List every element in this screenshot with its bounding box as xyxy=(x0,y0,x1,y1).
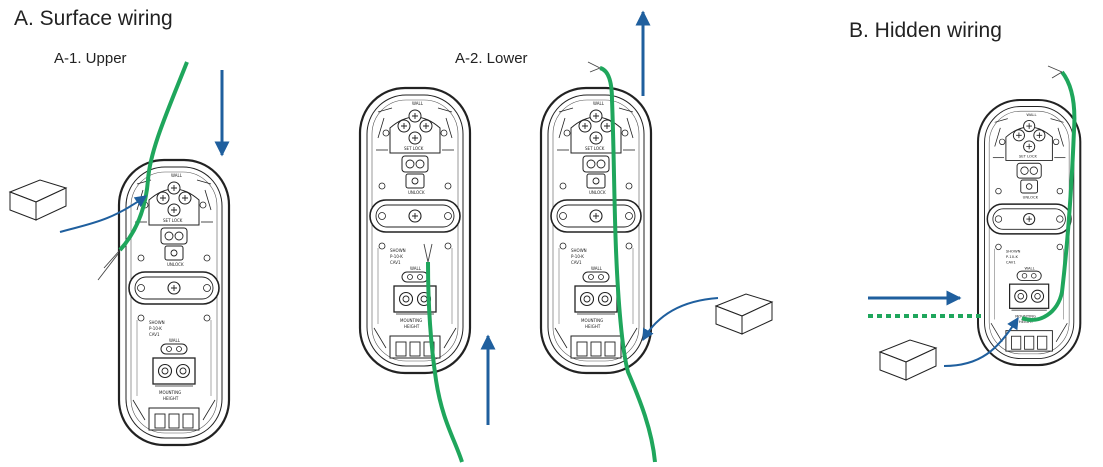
label-model-2: P-10-K xyxy=(390,254,403,259)
label-set-lock: SET LOCK xyxy=(585,146,605,151)
label-height: HEIGHT xyxy=(1019,320,1034,324)
label-model-3: CAV1 xyxy=(1006,261,1016,265)
label-height: HEIGHT xyxy=(404,324,420,329)
plate-hidden: WALL SET LOCK UNLOCK SHOWN P-10-K CAV1 W… xyxy=(976,98,1082,367)
wire-icon xyxy=(426,261,464,463)
label-set-lock: SET LOCK xyxy=(163,218,183,223)
wire-icon xyxy=(599,66,657,463)
label-wall-2: WALL xyxy=(1025,266,1036,270)
plate-lower-right: WALL SET LOCK UNLOCK SHOWN P-10-K CAV1 W… xyxy=(539,86,653,375)
label-wall-2: WALL xyxy=(591,266,603,271)
wire-icon xyxy=(118,61,189,252)
label-model-2: P-10-K xyxy=(149,326,162,331)
label-wall: WALL xyxy=(171,173,183,178)
label-unlock: UNLOCK xyxy=(408,190,425,195)
label-wall: WALL xyxy=(1026,113,1037,117)
subheading-upper: A-1. Upper xyxy=(54,50,127,67)
label-model-3: CAV1 xyxy=(571,260,582,265)
direction-arrow-icon xyxy=(943,316,1019,367)
label-set-lock: SET LOCK xyxy=(1019,155,1038,159)
label-model-1: SHOWN xyxy=(1006,250,1021,254)
label-model-1: SHOWN xyxy=(571,248,587,253)
connector-block-icon xyxy=(879,339,937,381)
label-wall: WALL xyxy=(593,101,605,106)
wire-icon xyxy=(1021,70,1077,322)
label-model-1: SHOWN xyxy=(149,320,165,325)
label-unlock: UNLOCK xyxy=(1023,196,1039,200)
subheading-lower: A-2. Lower xyxy=(455,50,528,67)
label-wall-2: WALL xyxy=(169,338,181,343)
heading-hidden-wiring: B. Hidden wiring xyxy=(849,19,1002,42)
label-height: HEIGHT xyxy=(585,324,601,329)
label-model-3: CAV1 xyxy=(390,260,401,265)
connector-block-icon xyxy=(715,293,773,335)
label-mounting: MOUNTING xyxy=(400,318,422,323)
wire-icon xyxy=(97,249,121,281)
label-height: HEIGHT xyxy=(163,396,179,401)
label-mounting: MOUNTING xyxy=(581,318,603,323)
label-set-lock: SET LOCK xyxy=(404,146,424,151)
plate-lower-left: WALL SET LOCK UNLOCK SHOWN P-10-K CAV1 W… xyxy=(358,86,472,375)
direction-arrow-icon xyxy=(642,297,719,342)
wire-icon xyxy=(587,61,601,73)
label-unlock: UNLOCK xyxy=(589,190,606,195)
plate-upper: WALL SET LOCK UNLOCK SHOWN P-10-K CAV1 W… xyxy=(117,158,231,447)
label-model-3: CAV1 xyxy=(149,332,160,337)
label-wall: WALL xyxy=(412,101,424,106)
wire-icon xyxy=(423,243,433,263)
label-model-1: SHOWN xyxy=(390,248,406,253)
direction-arrow-icon xyxy=(59,195,147,233)
label-model-2: P-10-K xyxy=(1006,255,1019,259)
heading-surface-wiring: A. Surface wiring xyxy=(14,7,173,30)
label-unlock: UNLOCK xyxy=(167,262,184,267)
label-model-2: P-10-K xyxy=(571,254,584,259)
connector-block-icon xyxy=(9,179,67,221)
label-wall-2: WALL xyxy=(410,266,422,271)
label-mounting: MOUNTING xyxy=(1015,315,1036,319)
label-mounting: MOUNTING xyxy=(159,390,181,395)
wire-icon xyxy=(1047,65,1063,79)
